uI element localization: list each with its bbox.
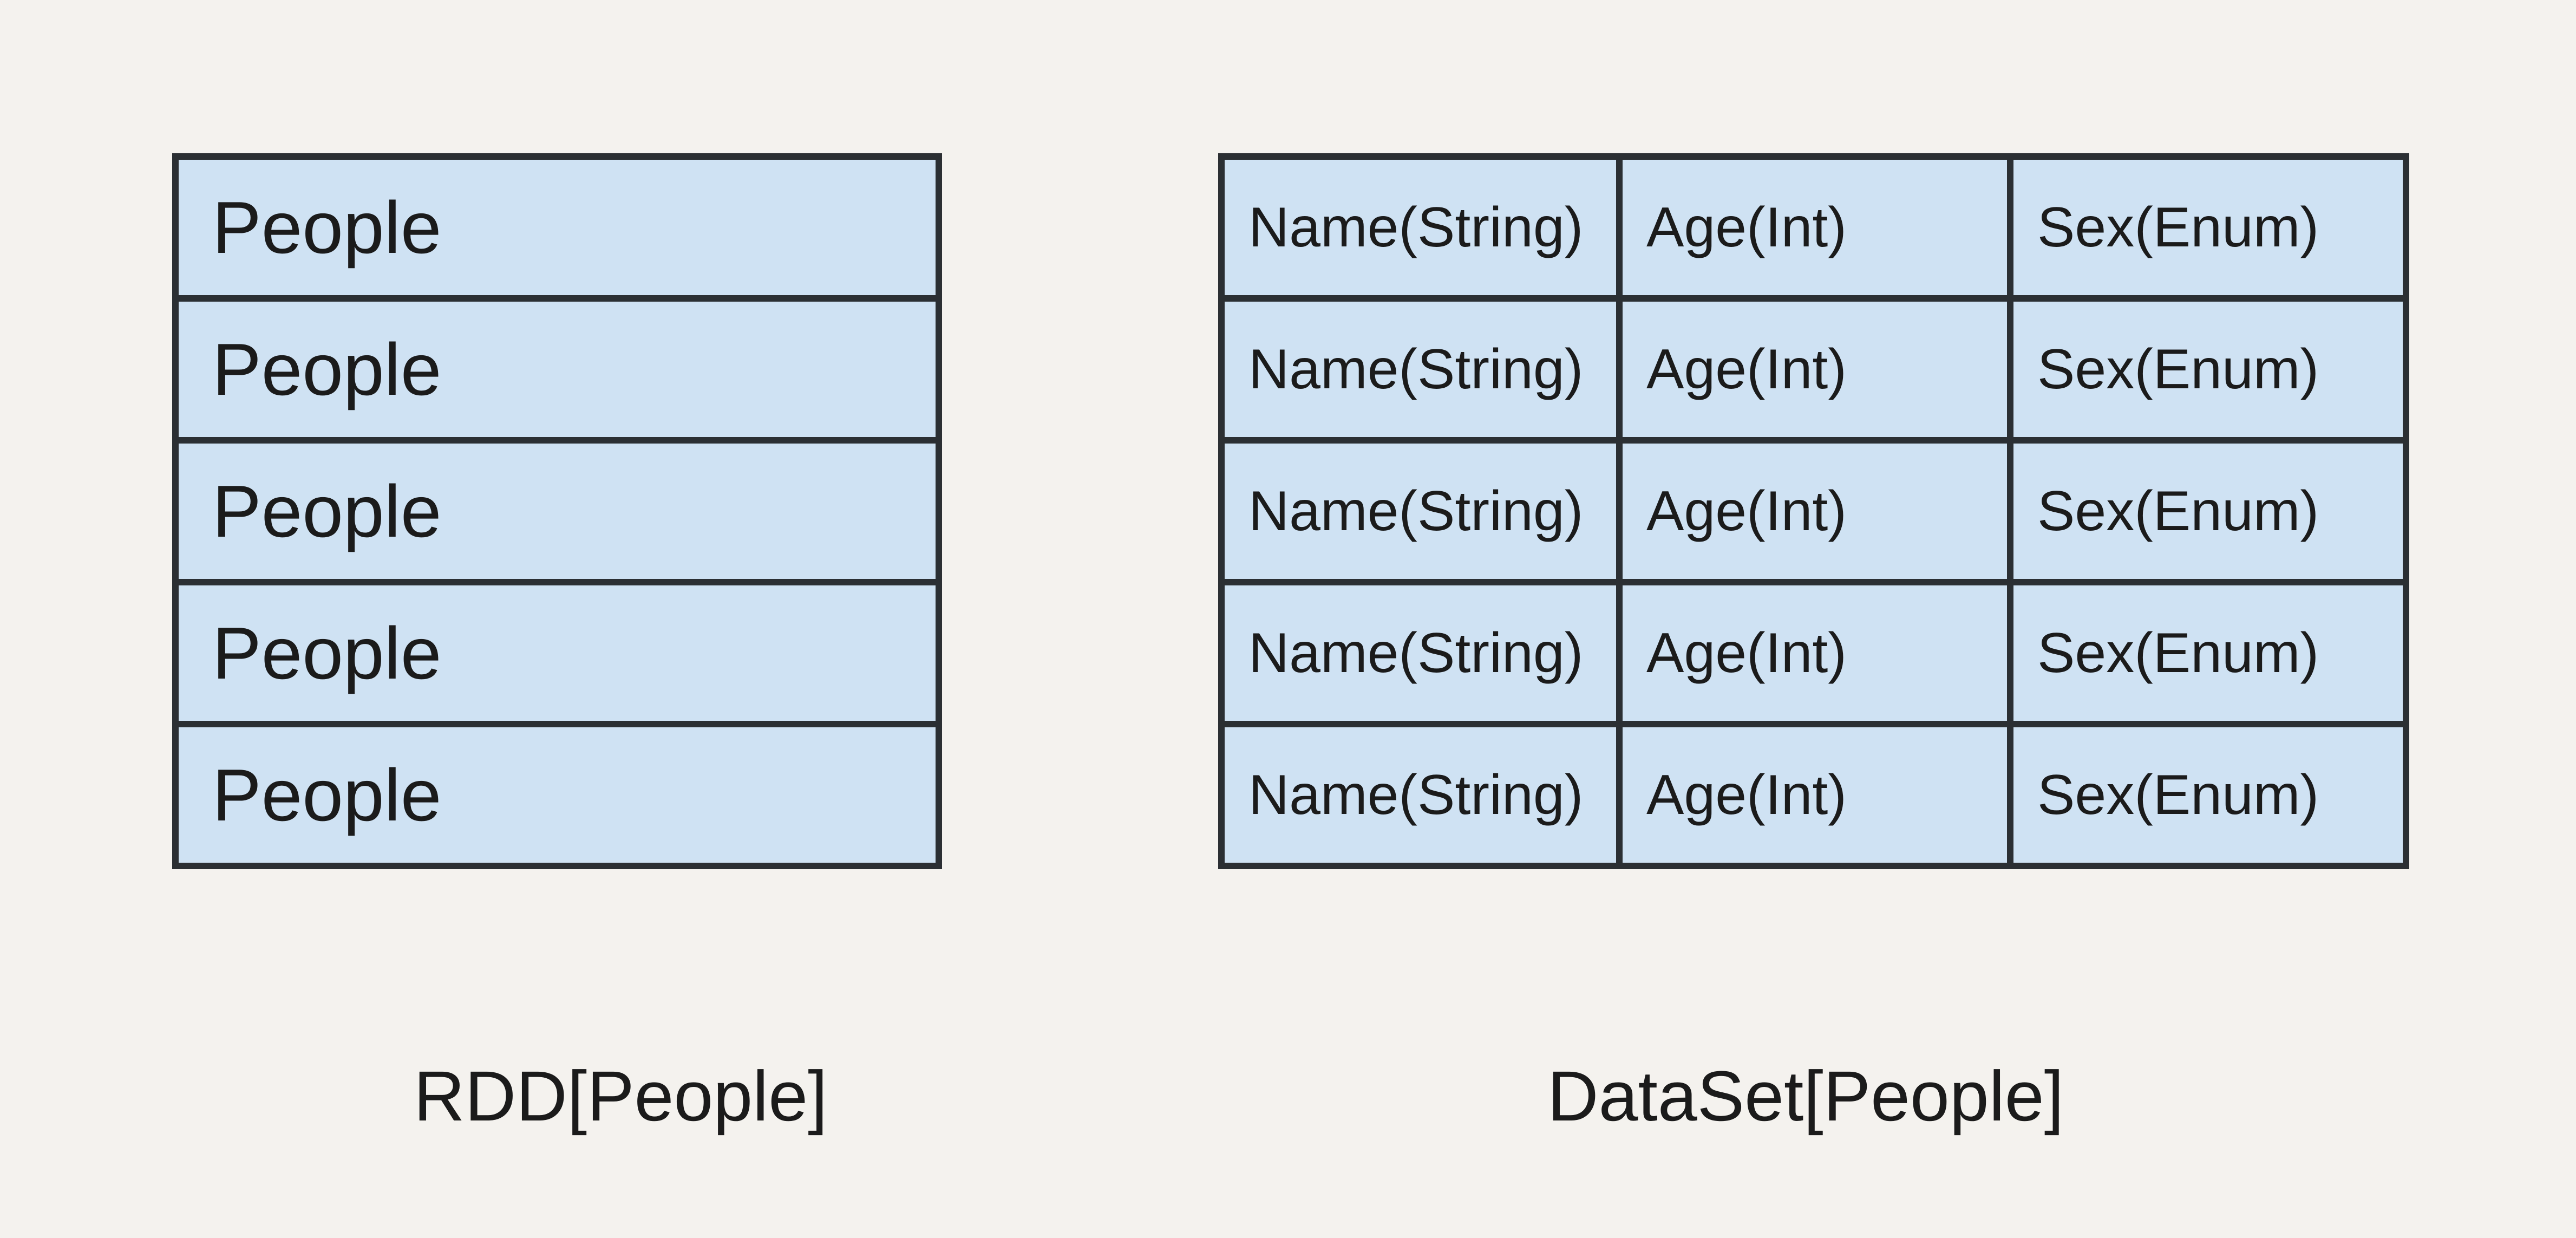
dataset-cell-name: Name(String) — [1218, 437, 1623, 585]
dataset-cell-age: Age(Int) — [1616, 153, 2013, 302]
dataset-cell-age: Age(Int) — [1616, 437, 2013, 585]
dataset-cell-sex: Sex(Enum) — [2007, 579, 2409, 727]
table-row: People — [172, 721, 942, 869]
table-row: Name(String) Age(Int) Sex(Enum) — [1218, 579, 2409, 727]
table-row: Name(String) Age(Int) Sex(Enum) — [1218, 295, 2409, 444]
dataset-cell-name: Name(String) — [1218, 721, 1623, 869]
rdd-cell: People — [172, 153, 942, 302]
rdd-cell: People — [172, 579, 942, 727]
dataset-caption: DataSet[People] — [1547, 1056, 2064, 1136]
rdd-cell: People — [172, 295, 942, 444]
table-row: People — [172, 579, 942, 727]
rdd-table: People People People People People — [172, 153, 942, 869]
dataset-cell-name: Name(String) — [1218, 295, 1623, 444]
table-row: Name(String) Age(Int) Sex(Enum) — [1218, 721, 2409, 869]
dataset-cell-name: Name(String) — [1218, 579, 1623, 727]
dataset-cell-name: Name(String) — [1218, 153, 1623, 302]
dataset-cell-sex: Sex(Enum) — [2007, 721, 2409, 869]
rdd-cell: People — [172, 721, 942, 869]
dataset-cell-age: Age(Int) — [1616, 579, 2013, 727]
dataset-cell-sex: Sex(Enum) — [2007, 295, 2409, 444]
dataset-cell-age: Age(Int) — [1616, 721, 2013, 869]
table-row: People — [172, 153, 942, 302]
table-row: Name(String) Age(Int) Sex(Enum) — [1218, 437, 2409, 585]
dataset-cell-sex: Sex(Enum) — [2007, 153, 2409, 302]
dataset-cell-age: Age(Int) — [1616, 295, 2013, 444]
rdd-caption: RDD[People] — [414, 1056, 828, 1136]
table-row: People — [172, 437, 942, 585]
dataset-table: Name(String) Age(Int) Sex(Enum) Name(Str… — [1218, 153, 2409, 869]
table-row: Name(String) Age(Int) Sex(Enum) — [1218, 153, 2409, 302]
dataset-cell-sex: Sex(Enum) — [2007, 437, 2409, 585]
table-row: People — [172, 295, 942, 444]
rdd-cell: People — [172, 437, 942, 585]
